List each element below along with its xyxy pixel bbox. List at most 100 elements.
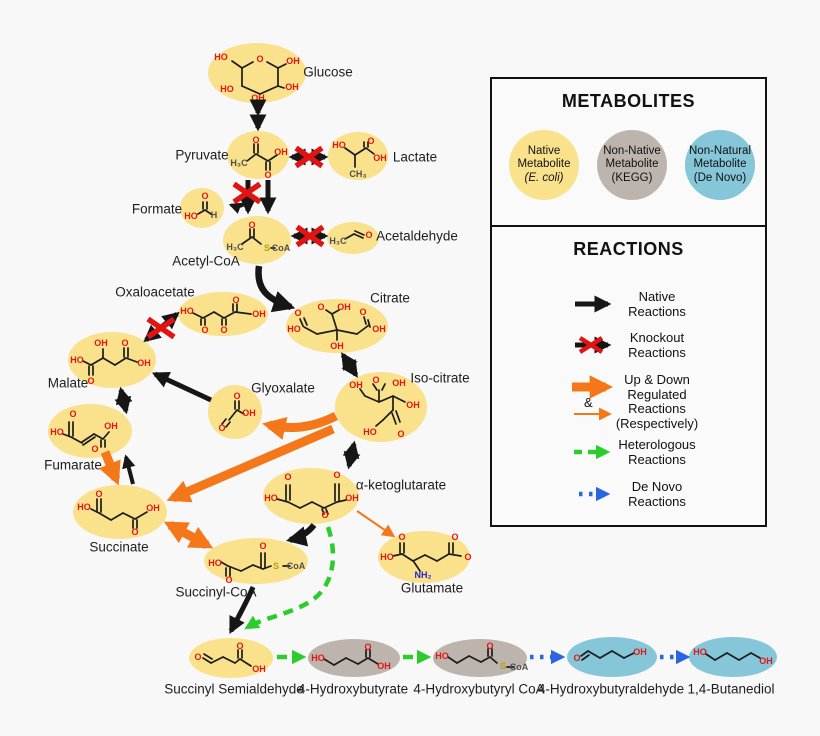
atom-label: OH <box>104 421 118 431</box>
bond <box>448 553 462 557</box>
atom-label: O <box>194 652 201 662</box>
knockout-x-acetylcoa-acetaldehyde <box>295 224 325 248</box>
bond <box>287 501 301 509</box>
bond <box>114 357 127 366</box>
regulated-reactions-label: Up & Down Regulated Reactions (Respectiv… <box>615 372 699 431</box>
bond <box>382 409 394 421</box>
atom-label: O <box>69 409 76 419</box>
atom-label: O <box>252 135 259 145</box>
non-natural-metabolite-key: Non-Natural Metabolite (De Novo) <box>685 130 755 200</box>
bond <box>228 409 238 421</box>
metabolite-label-acetaldehyde: Acetaldehyde <box>376 228 458 244</box>
atom-label: HO <box>77 502 91 512</box>
bond <box>447 656 458 664</box>
key-line: Non-Native <box>603 144 661 157</box>
bond <box>303 326 318 335</box>
atom-label: O <box>573 653 580 663</box>
atom-label: O <box>294 308 301 318</box>
key-line: Metabolite <box>605 158 659 171</box>
bond <box>392 395 406 403</box>
atom-label: O <box>248 220 255 230</box>
bond <box>316 329 338 335</box>
atom-label: O <box>284 472 291 482</box>
bond <box>354 147 367 156</box>
atom-label: OH <box>345 493 359 503</box>
down-regulated-arrow-icon <box>574 407 612 421</box>
atom-label: O <box>91 444 98 454</box>
atom-label: HO <box>287 324 301 334</box>
bond <box>82 436 96 446</box>
bond <box>90 357 104 366</box>
knockout-x-pyruvate-formate-lyase <box>232 181 262 205</box>
atom-label: O <box>367 136 374 146</box>
bond <box>378 395 394 403</box>
bond <box>223 311 236 319</box>
atom-label: OH <box>633 647 647 657</box>
atom-label: NH₂ <box>415 570 432 580</box>
bond <box>227 565 242 572</box>
metabolite-label-citrate: Citrate <box>370 290 410 306</box>
atom-label: OH <box>137 358 151 368</box>
bond <box>395 410 401 423</box>
bond <box>367 657 379 665</box>
native-metabolite-key: Native Metabolite (E. coli) <box>509 130 579 200</box>
bond <box>623 652 635 659</box>
bond <box>391 412 397 425</box>
bond <box>381 383 386 391</box>
key-line: (KEGG) <box>611 171 653 184</box>
bond <box>98 512 112 521</box>
bond <box>277 85 285 89</box>
atom-label: HO <box>332 140 346 150</box>
atom-label: O <box>321 510 328 520</box>
bond <box>125 357 138 363</box>
bond <box>375 419 384 427</box>
bond <box>580 650 589 657</box>
bond <box>424 554 438 562</box>
bond <box>255 153 269 162</box>
bond <box>364 395 380 403</box>
atom-label: OH <box>372 324 386 334</box>
bond <box>236 409 245 415</box>
atom-label: OH <box>337 302 351 312</box>
atom-label: HO <box>311 653 325 663</box>
atom-label: S <box>500 661 506 671</box>
atom-label: OH <box>146 503 160 513</box>
atom-label: OH <box>759 656 773 666</box>
key-line: Non-Natural <box>689 144 751 157</box>
atom-label: H₃C <box>230 158 248 168</box>
metabolite-label-iso-citrate: Iso-citrate <box>410 370 470 386</box>
atom-label: OH <box>406 400 420 410</box>
atom-label: HO <box>208 558 222 568</box>
metabolite-label-succinyl-coa: Succinyl-CoA <box>175 584 257 600</box>
atom-label: O <box>201 325 208 335</box>
atom-label: O <box>372 375 379 385</box>
bond <box>70 436 83 444</box>
bond <box>234 311 252 315</box>
bond <box>413 561 421 572</box>
key-line: Metabolite <box>693 158 747 171</box>
bond <box>204 209 212 215</box>
bond <box>344 233 355 240</box>
reaction-arrow-succinate-fumarate-up <box>122 454 136 485</box>
bond <box>267 154 278 162</box>
atom-label: O <box>220 325 227 335</box>
bond <box>357 657 369 665</box>
key-line: (E. coli) <box>524 171 564 184</box>
atom-label: H₃C <box>329 236 347 246</box>
atom-label: OH <box>94 338 108 348</box>
